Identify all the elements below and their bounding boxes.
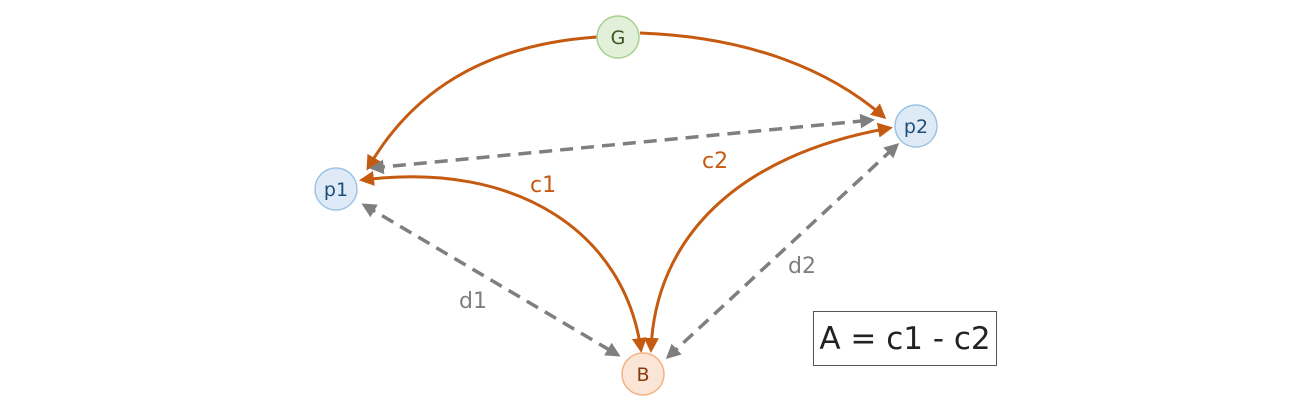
node-p1-label: p1 (324, 179, 348, 201)
formula-text: A = c1 - c2 (819, 320, 991, 357)
edge-g-p2 (639, 31, 887, 119)
node-p2: p2 (894, 104, 938, 148)
edge-d1 (361, 203, 621, 357)
node-b-label: B (636, 364, 649, 386)
edge-label-c2: c2 (702, 149, 728, 174)
node-p2-circle (894, 104, 938, 148)
node-g-circle (596, 15, 640, 59)
edge-label-d1: d1 (459, 289, 487, 314)
edge-d2 (665, 143, 900, 359)
formula-box: A = c1 - c2 (813, 311, 997, 366)
node-b: B (621, 352, 665, 396)
node-g-label: G (611, 27, 626, 49)
node-p1-circle (314, 167, 358, 211)
node-g: G (596, 15, 640, 59)
node-p2-label: p2 (904, 116, 928, 138)
edge-p1-p2-dashed (369, 113, 875, 175)
edge-label-c1: c1 (530, 173, 556, 198)
edge-c1 (359, 171, 647, 353)
edge-label-d2: d2 (788, 254, 816, 279)
node-b-circle (621, 352, 665, 396)
node-p1: p1 (314, 167, 358, 211)
